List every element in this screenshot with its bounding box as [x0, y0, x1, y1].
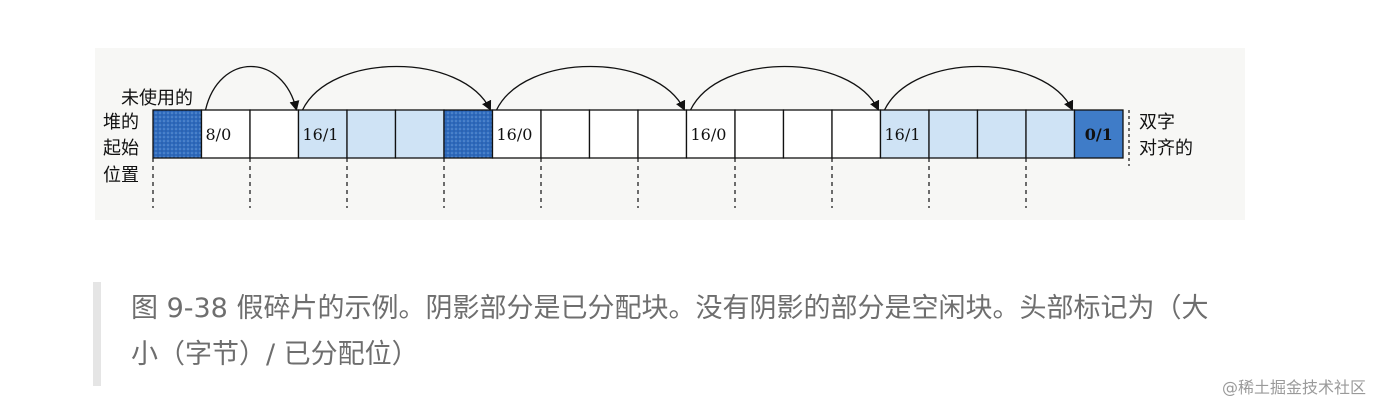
heap-cell-label-3: 16/1 [303, 125, 339, 144]
heap-cell-14-free [831, 109, 882, 159]
header-link-arrow-2 [495, 66, 686, 111]
header-link-arrow-4 [883, 66, 1074, 111]
header-link-arrow-3 [689, 66, 880, 111]
heap-cell-12-free [734, 109, 785, 159]
heap-cell-0-padding [152, 109, 203, 159]
heap-start-label-line-0: 未使用的 [121, 88, 193, 109]
heap-cell-8-free [540, 109, 591, 159]
double-word-aligned-label-line-0: 双字 [1139, 112, 1175, 133]
heap-start-label-line-2: 起始 [103, 138, 139, 159]
heap-cell-10-free [637, 109, 688, 159]
heap-cell-6-dark [443, 109, 494, 159]
caption-block: 图 9-38 假碎片的示例。阴影部分是已分配块。没有阴影的部分是空闲块。头部标记… [93, 282, 1253, 386]
heap-cell-17-allocated [976, 109, 1027, 159]
watermark: @稀土掘金技术社区 [1221, 378, 1366, 397]
heap-start-label-line-3: 位置 [103, 165, 139, 186]
heap-cell-15-allocated [879, 109, 930, 159]
heap-figure: 8/0 16/1 16/0 16/0 16/1 0/1 未使用的堆的起始位置 双字对齐的 [95, 48, 1245, 220]
header-link-arrow-1 [301, 66, 492, 111]
heap-cell-9-free [588, 109, 639, 159]
heap-cell-7-free [491, 109, 542, 159]
heap-cell-18-allocated [1025, 109, 1076, 159]
heap-cell-label-19: 0/1 [1085, 125, 1113, 144]
double-word-aligned-label-line-1: 对齐的 [1139, 138, 1193, 159]
heap-cell-2-free [249, 109, 300, 159]
heap-cell-label-11: 16/0 [691, 125, 727, 144]
heap-start-label-line-1: 堆的 [103, 112, 139, 133]
heap-cell-4-allocated [346, 109, 397, 159]
heap-cell-label-1: 8/0 [206, 125, 232, 144]
heap-cell-16-allocated [928, 109, 979, 159]
heap-cell-label-15: 16/1 [885, 125, 921, 144]
heap-cell-19-epilogue [1073, 109, 1124, 159]
heap-cell-1-free [200, 109, 251, 159]
heap-cell-3-allocated [297, 109, 348, 159]
heap-cell-5-allocated [394, 109, 445, 159]
figure-caption: 图 9-38 假碎片的示例。阴影部分是已分配块。没有阴影的部分是空闲块。头部标记… [131, 293, 1209, 370]
heap-cell-13-free [782, 109, 833, 159]
header-link-arrow-0 [204, 65, 300, 111]
heap-cell-label-7: 16/0 [497, 125, 533, 144]
